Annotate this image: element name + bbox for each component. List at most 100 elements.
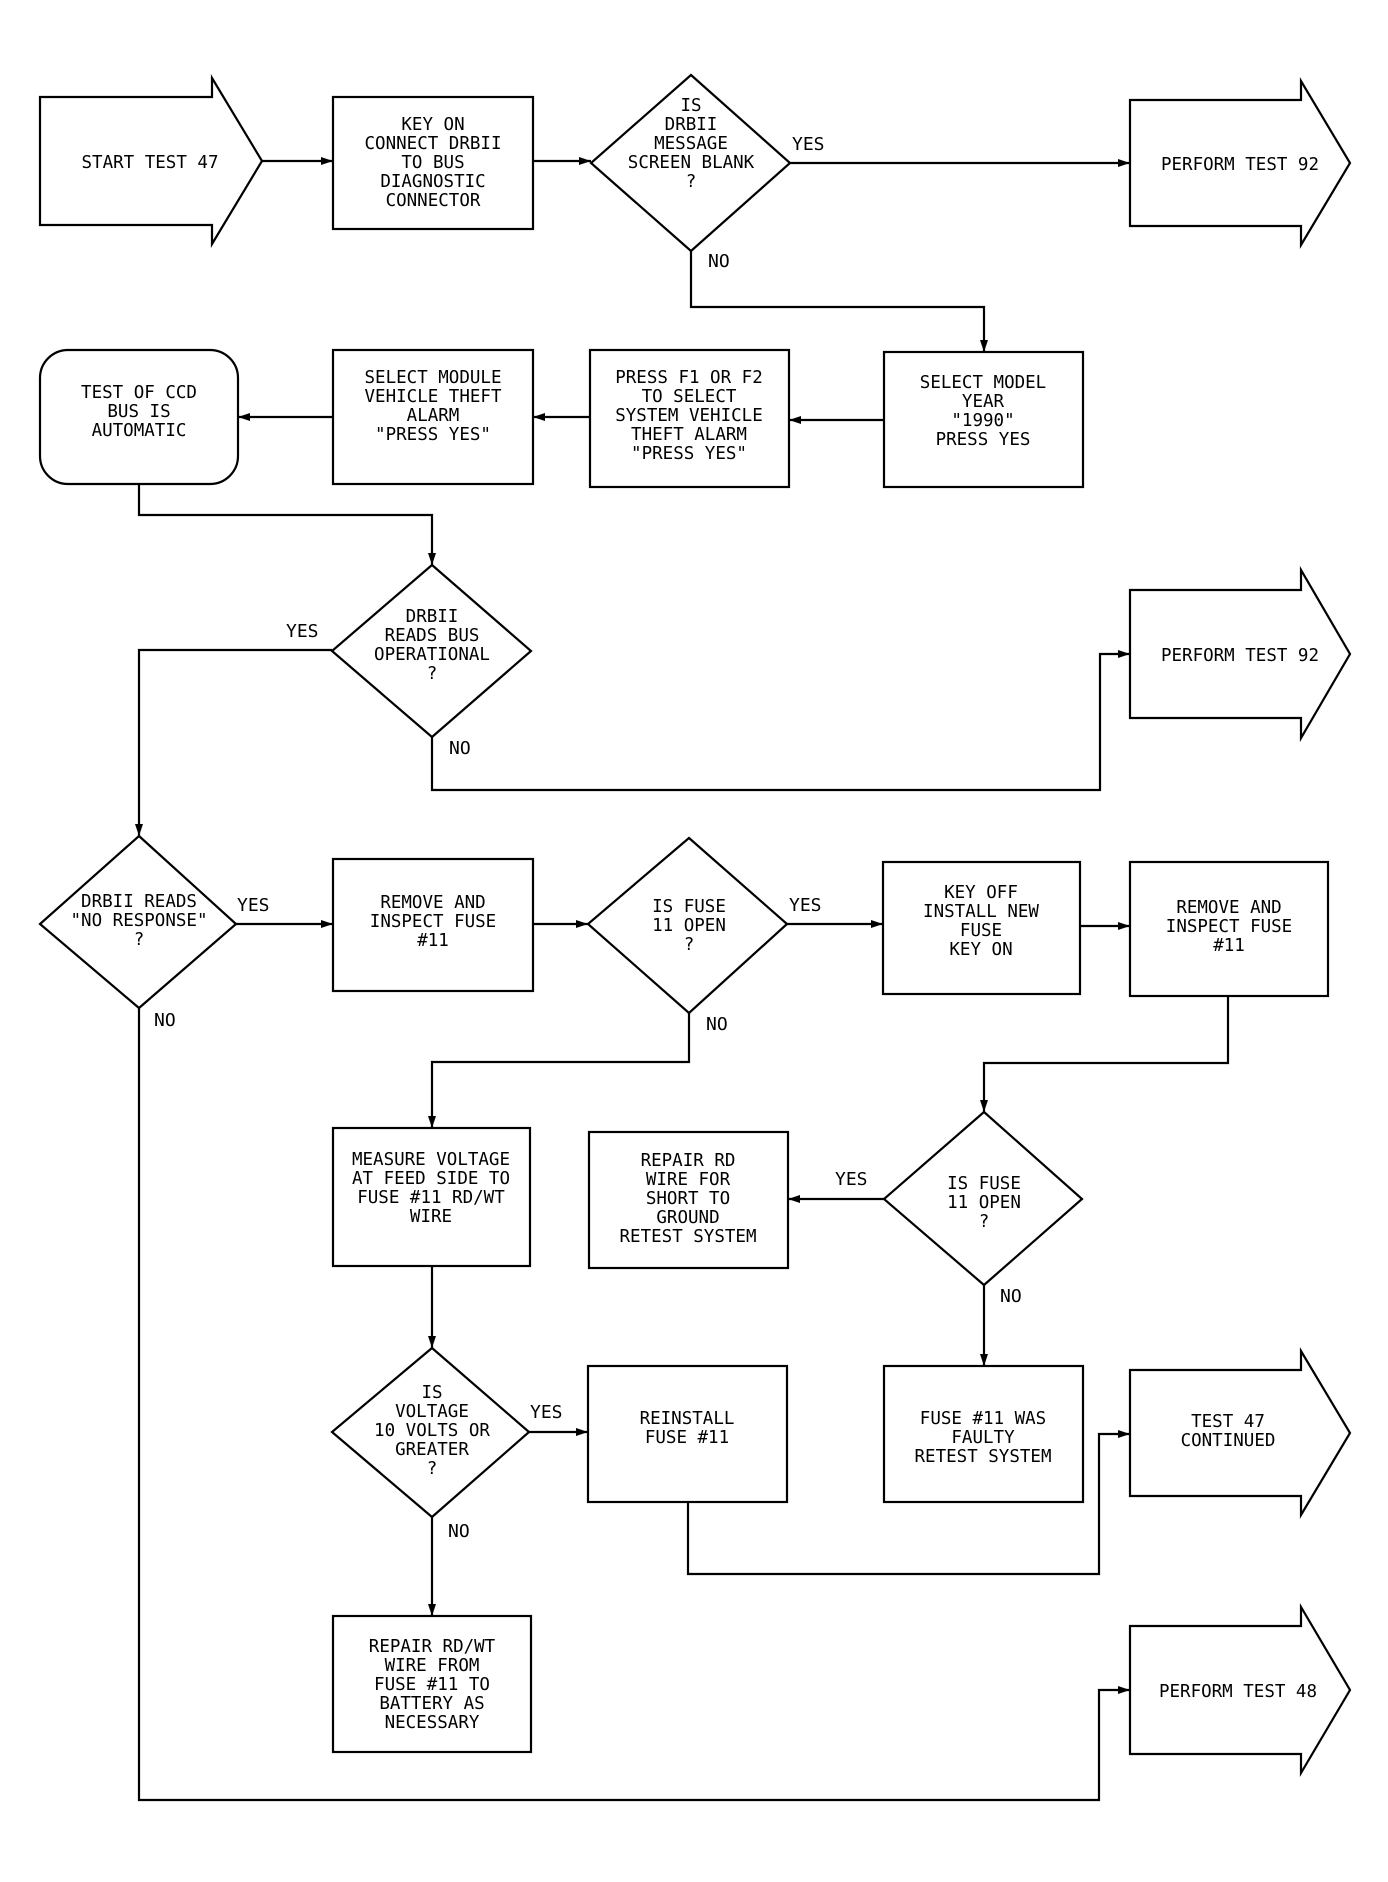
connector-bus-operational-yes — [135, 648, 332, 836]
label-yes: YES — [835, 1169, 868, 1190]
node-text: PRESS YES — [936, 430, 1031, 450]
label-yes: YES — [789, 895, 822, 916]
node-text: CONNECT DRBII — [365, 134, 502, 154]
node-text: SELECT MODEL — [920, 373, 1046, 393]
node-text: PERFORM TEST 92 — [1161, 646, 1319, 666]
label-yes: YES — [530, 1402, 563, 1423]
bus-operational-decision: DRBII READS BUS OPERATIONAL ? — [330, 563, 533, 739]
connector-no-response-no — [137, 1008, 1130, 1802]
label-no: NO — [154, 1010, 176, 1031]
node-text: FUSE — [960, 921, 1002, 941]
node-text: FUSE #11 TO — [374, 1675, 490, 1695]
perform-test-48-arrow: PERFORM TEST 48 — [1128, 1602, 1352, 1778]
node-text: TEST OF CCD — [81, 383, 197, 403]
connector-inspect-fuse-2-to-fuse-open-2 — [980, 996, 1230, 1112]
node-text: FUSE #11 WAS — [920, 1409, 1046, 1429]
node-text: ? — [686, 172, 697, 192]
node-text: CONTINUED — [1181, 1431, 1276, 1451]
remove-inspect-fuse-box: REMOVE AND INSPECT FUSE #11 — [331, 857, 535, 993]
perform-test-92-arrow: PERFORM TEST 92 — [1128, 565, 1352, 743]
connector-ccd-to-bus-operational — [137, 484, 436, 565]
node-text: ? — [134, 930, 145, 950]
node-text: BATTERY AS — [379, 1694, 484, 1714]
node-text: IS FUSE — [652, 897, 726, 917]
label-yes: YES — [237, 895, 270, 916]
label-no: NO — [706, 1014, 728, 1035]
node-text: #11 — [417, 931, 449, 951]
node-text: RETEST SYSTEM — [620, 1227, 757, 1247]
node-text: PERFORM TEST 48 — [1159, 1682, 1317, 1702]
node-text: IS FUSE — [947, 1174, 1021, 1194]
node-text: KEY ON — [401, 115, 464, 135]
node-text: PRESS F1 OR F2 — [615, 368, 763, 388]
node-text: #11 — [1213, 936, 1245, 956]
node-text: DRBII — [665, 115, 718, 135]
test-47-continued-arrow: TEST 47 CONTINUED — [1128, 1347, 1352, 1519]
node-text: WIRE — [410, 1207, 452, 1227]
node-text: MESSAGE — [654, 134, 728, 154]
node-text: FAULTY — [951, 1428, 1015, 1448]
node-text: "PRESS YES" — [631, 444, 747, 464]
node-text: FUSE #11 — [645, 1428, 729, 1448]
select-module-box: SELECT MODULE VEHICLE THEFT ALARM "PRESS… — [331, 348, 535, 486]
node-text: KEY ON — [949, 940, 1012, 960]
node-text: SELECT MODULE — [365, 368, 502, 388]
node-text: REPAIR RD/WT — [369, 1637, 496, 1657]
node-text: ? — [427, 664, 438, 684]
node-text: PERFORM TEST 92 — [1161, 155, 1319, 175]
node-text: READS BUS — [385, 626, 480, 646]
start-test-47-arrow: START TEST 47 — [38, 74, 264, 248]
branch-labels: YES NO YES NO YES NO YES NO YES NO YES N… — [154, 134, 1022, 1542]
node-text: TO BUS — [401, 153, 464, 173]
connector-bus-operational-no — [430, 650, 1130, 792]
node-text: TO SELECT — [642, 387, 737, 407]
node-text: "PRESS YES" — [375, 425, 491, 445]
node-text: YEAR — [962, 392, 1005, 412]
label-no: NO — [1000, 1286, 1022, 1307]
node-text: 11 OPEN — [652, 916, 726, 936]
node-text: THEFT ALARM — [631, 425, 747, 445]
fuse-open-decision: IS FUSE 11 OPEN ? — [882, 1110, 1084, 1287]
node-text: MEASURE VOLTAGE — [352, 1150, 510, 1170]
no-response-decision: DRBII READS "NO RESPONSE" ? — [38, 834, 238, 1010]
repair-rd-wire-box: REPAIR RD WIRE FOR SHORT TO GROUND RETES… — [587, 1130, 790, 1270]
reinstall-fuse-box: REINSTALL FUSE #11 — [586, 1364, 789, 1504]
label-no: NO — [448, 1521, 470, 1542]
repair-rdwt-wire-box: REPAIR RD/WT WIRE FROM FUSE #11 TO BATTE… — [331, 1614, 533, 1754]
node-text: WIRE FROM — [385, 1656, 480, 1676]
select-model-year-box: SELECT MODEL YEAR "1990" PRESS YES — [882, 350, 1085, 489]
node-text: DRBII READS — [81, 892, 197, 912]
node-text: TEST 47 — [1191, 1412, 1265, 1432]
node-text: ALARM — [407, 406, 460, 426]
node-text: IS — [421, 1383, 442, 1403]
node-text: WIRE FOR — [646, 1170, 731, 1190]
node-text: ? — [427, 1459, 438, 1479]
node-text: IS — [680, 96, 701, 116]
node-text: REPAIR RD — [641, 1151, 736, 1171]
key-on-connect-drbii-box: KEY ON CONNECT DRBII TO BUS DIAGNOSTIC C… — [331, 95, 535, 231]
node-text: GREATER — [395, 1440, 469, 1460]
node-text: REMOVE AND — [380, 893, 485, 913]
node-text: FUSE #11 RD/WT — [357, 1188, 505, 1208]
measure-voltage-box: MEASURE VOLTAGE AT FEED SIDE TO FUSE #11… — [331, 1126, 532, 1268]
node-text: ? — [684, 935, 695, 955]
node-text: DRBII — [406, 607, 459, 627]
voltage-check-decision: IS VOLTAGE 10 VOLTS OR GREATER ? — [330, 1346, 531, 1519]
node-text: SYSTEM VEHICLE — [615, 406, 763, 426]
node-text: REINSTALL — [640, 1409, 735, 1429]
connectors — [135, 157, 1230, 1802]
fuse-open-decision: IS FUSE 11 OPEN ? — [586, 836, 789, 1015]
node-text: OPERATIONAL — [374, 645, 490, 665]
key-off-install-fuse-box: KEY OFF INSTALL NEW FUSE KEY ON — [881, 860, 1082, 996]
label-yes: YES — [286, 621, 319, 642]
remove-inspect-fuse-box: REMOVE AND INSPECT FUSE #11 — [1128, 860, 1330, 998]
node-text: NECESSARY — [385, 1713, 480, 1733]
node-text: RETEST SYSTEM — [915, 1447, 1052, 1467]
connector-fuse-open-no — [428, 1013, 691, 1128]
press-f1-or-f2-box: PRESS F1 OR F2 TO SELECT SYSTEM VEHICLE … — [588, 348, 791, 489]
connector-reinstall-to-test47-continued — [686, 1430, 1130, 1576]
perform-test-92-arrow: PERFORM TEST 92 — [1128, 77, 1352, 249]
node-text: VEHICLE THEFT — [365, 387, 502, 407]
node-text: INSTALL NEW — [923, 902, 1039, 922]
